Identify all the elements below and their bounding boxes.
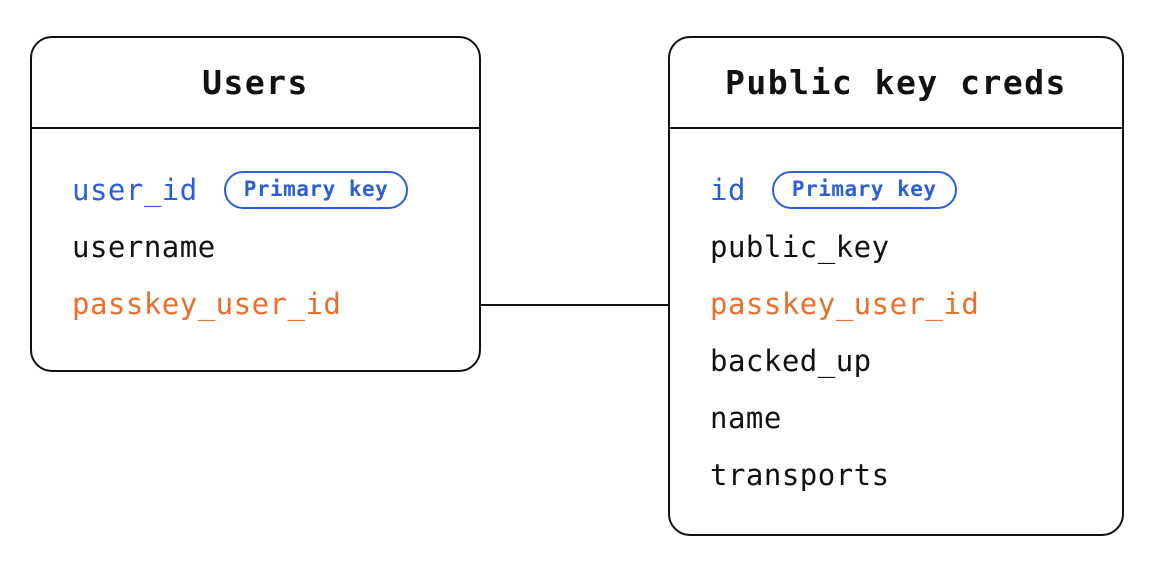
- field-row: user_id Primary key: [72, 161, 459, 218]
- field-row: public_key: [710, 218, 1102, 275]
- field-row: username: [72, 218, 459, 275]
- field-row: id Primary key: [710, 161, 1102, 218]
- table-users: Users user_id Primary key username passk…: [30, 36, 481, 372]
- field-transports: transports: [710, 457, 890, 492]
- field-public-key: public_key: [710, 229, 890, 264]
- field-row: transports: [710, 446, 1102, 503]
- field-row: passkey_user_id: [710, 275, 1102, 332]
- field-passkey-user-id: passkey_user_id: [710, 286, 980, 321]
- relationship-line: [479, 304, 670, 306]
- table-users-fields: user_id Primary key username passkey_use…: [32, 129, 479, 332]
- field-username: username: [72, 229, 216, 264]
- table-public-key-creds-title: Public key creds: [670, 38, 1122, 129]
- table-users-title: Users: [32, 38, 479, 129]
- field-user-id: user_id: [72, 172, 198, 207]
- primary-key-badge: Primary key: [771, 170, 957, 209]
- field-id: id: [710, 172, 746, 207]
- field-row: passkey_user_id: [72, 275, 459, 332]
- field-backed-up: backed_up: [710, 343, 872, 378]
- field-name: name: [710, 400, 782, 435]
- field-row: backed_up: [710, 332, 1102, 389]
- field-row: name: [710, 389, 1102, 446]
- primary-key-badge: Primary key: [223, 170, 409, 209]
- table-public-key-creds-fields: id Primary key public_key passkey_user_i…: [670, 129, 1122, 503]
- table-public-key-creds: Public key creds id Primary key public_k…: [668, 36, 1124, 536]
- field-passkey-user-id: passkey_user_id: [72, 286, 342, 321]
